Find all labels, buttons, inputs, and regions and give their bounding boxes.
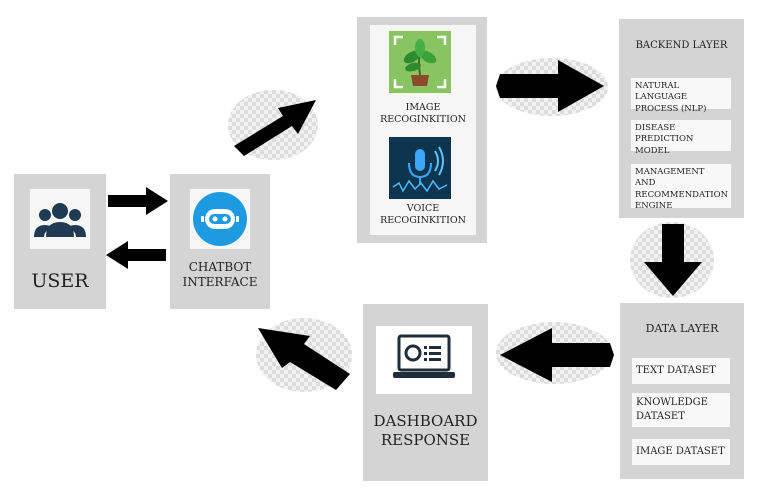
backend-item-recommendation: MANAGEMENT AND RECOMMENDATION ENGINE <box>631 164 731 211</box>
arrow-right-to-backend <box>496 60 604 112</box>
voice-wave-icon <box>389 137 451 199</box>
dashboard-label-line2: RESPONSE <box>380 430 471 449</box>
backend-box: BACKEND LAYER NATURAL LANGUAGE PROCESS (… <box>619 19 744 218</box>
dashboard-label-line1: DASHBOARD <box>373 412 478 430</box>
voice-recognition-line1: VOICE <box>406 203 440 214</box>
data-layer-box: DATA LAYER TEXT DATASET KNOWLEDGE DATASE… <box>620 303 744 479</box>
arrow-left-to-dashboard <box>500 328 614 382</box>
data-item-knowledge: KNOWLEDGE DATASET <box>632 393 730 427</box>
chatbot-label-line2: INTERFACE <box>182 275 258 289</box>
arrow-right-to-chatbot <box>108 187 168 215</box>
arrow-up-left-to-chatbot <box>258 328 350 390</box>
dashboard-label: DASHBOARD RESPONSE <box>363 412 488 450</box>
users-icon <box>34 203 86 237</box>
image-recognition-line1: IMAGE <box>405 102 441 113</box>
backend-item-nlp: NATURAL LANGUAGE PROCESS (NLP) <box>631 78 731 114</box>
image-recognition-line2: RECOGINKITION <box>380 113 466 125</box>
arrow-down-to-data-layer <box>644 224 702 296</box>
arrow-left-to-user <box>106 241 166 269</box>
data-item-image: IMAGE DATASET <box>632 439 730 465</box>
voice-recognition-line2: RECOGINKITION <box>380 214 466 226</box>
data-layer-title: DATA LAYER <box>645 322 719 335</box>
laptop-dashboard-icon <box>393 334 455 378</box>
chatbot-label-line1: CHATBOT <box>188 260 252 274</box>
chatbot-box: CHATBOT INTERFACE <box>170 174 270 309</box>
robot-icon <box>193 192 247 246</box>
backend-title: BACKEND LAYER <box>635 40 728 51</box>
user-box: USER <box>14 174 106 309</box>
dashboard-box: DASHBOARD RESPONSE <box>363 304 488 481</box>
data-item-text: TEXT DATASET <box>632 358 730 384</box>
plant-icon <box>389 31 451 93</box>
chatbot-label: CHATBOT INTERFACE <box>170 260 270 290</box>
voice-recognition-panel: VOICE RECOGINKITION <box>370 131 476 235</box>
backend-item-disease-model: DISEASE PREDICTION MODEL <box>631 120 731 156</box>
users-icon-frame <box>30 189 90 249</box>
image-recognition-panel: IMAGE RECOGINKITION <box>370 25 476 137</box>
image-recognition-label: IMAGE RECOGINKITION <box>370 102 476 126</box>
user-label: USER <box>31 270 89 292</box>
robot-icon-frame <box>190 189 250 249</box>
dashboard-icon-frame <box>376 326 472 394</box>
recognition-box: IMAGE RECOGINKITION VOICE RECOGINKITION <box>357 17 487 243</box>
voice-recognition-label: VOICE RECOGINKITION <box>370 203 476 227</box>
arrow-up-right-to-recognition <box>234 100 316 156</box>
